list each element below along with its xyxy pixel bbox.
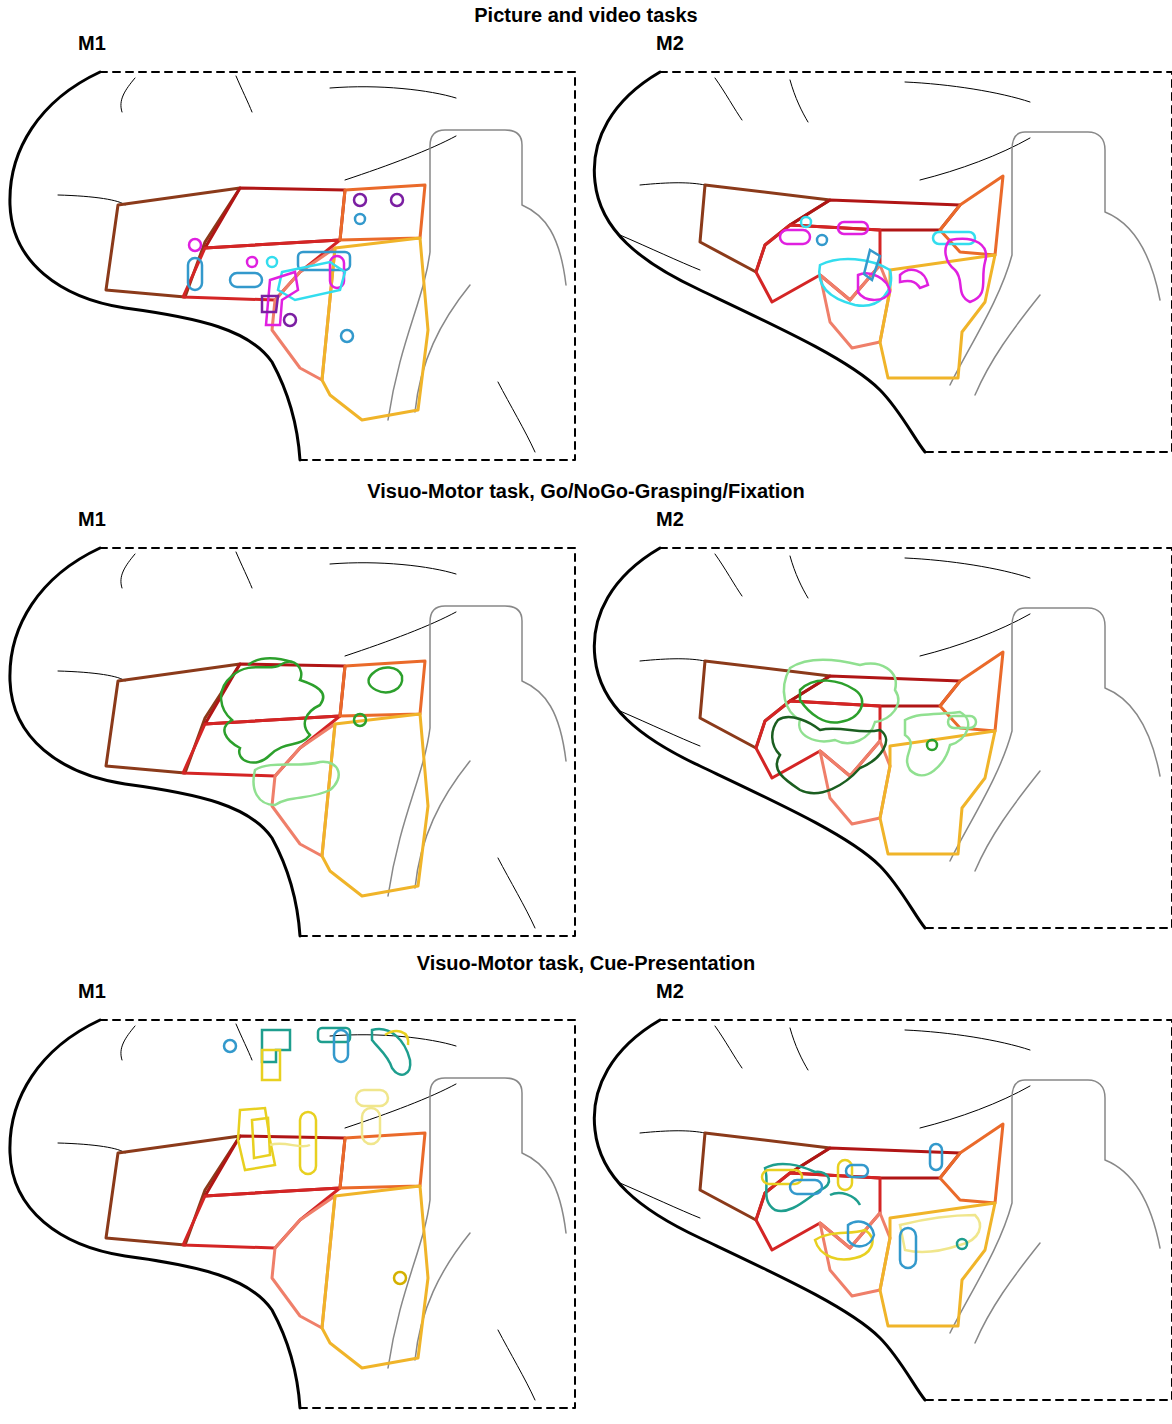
panel-title: Visuo-Motor task, Cue-Presentation [417,952,756,974]
monkey-label: M1 [78,508,106,530]
monkey-label: M2 [656,32,684,54]
panel-title: Visuo-Motor task, Go/NoGo-Grasping/Fixat… [367,480,804,502]
panel-title: Picture and video tasks [474,4,697,26]
monkey-label: M2 [656,508,684,530]
monkey-label: M1 [78,980,106,1002]
monkey-label: M1 [78,32,106,54]
monkey-label: M2 [656,980,684,1002]
